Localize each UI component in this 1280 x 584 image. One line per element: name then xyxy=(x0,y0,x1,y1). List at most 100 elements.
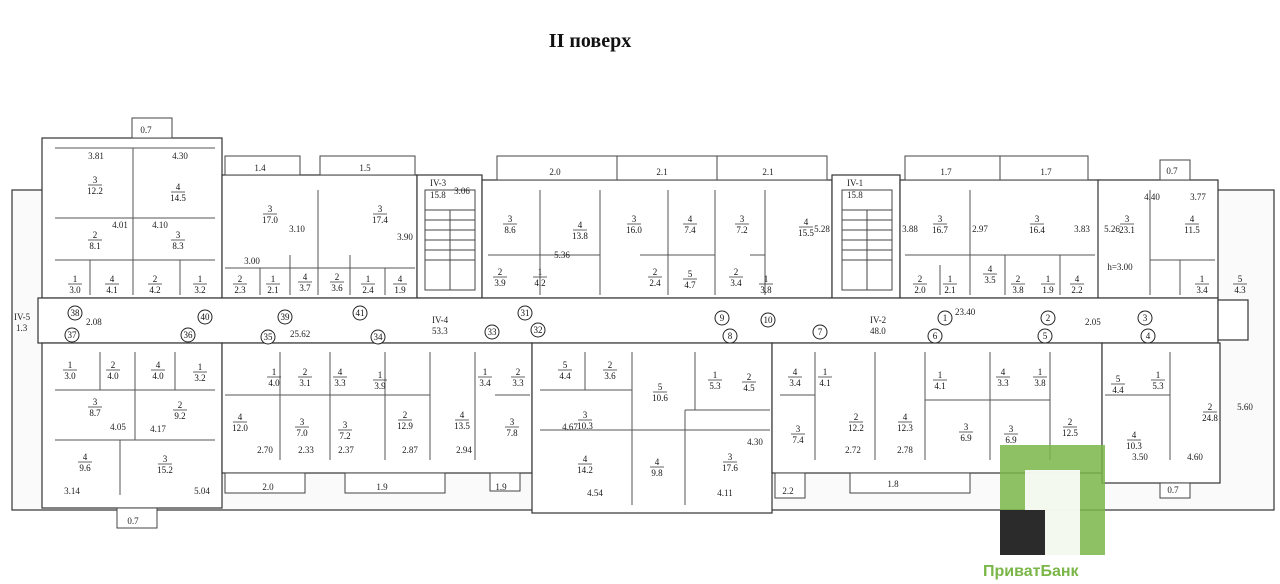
room-number: 2 xyxy=(403,410,408,420)
room-label: 54.7 xyxy=(683,269,697,290)
room-number: 3 xyxy=(632,214,637,224)
axis-label: 7 xyxy=(818,327,823,337)
dimension-value: 4.30 xyxy=(172,151,188,161)
stairwell-left xyxy=(424,189,476,291)
balcony-area: 2.1 xyxy=(762,167,773,177)
room-area: 4.0 xyxy=(268,378,280,388)
room-number: 3 xyxy=(300,417,305,427)
room-number: 4 xyxy=(176,182,181,192)
room-number: 5 xyxy=(563,360,568,370)
room-number: 1 xyxy=(538,267,543,277)
corridor-main-area: 53.3 xyxy=(432,326,448,336)
room-number: 1 xyxy=(198,362,203,372)
stair-left-area: 15.8 xyxy=(430,190,446,200)
dimension-value: 4.54 xyxy=(587,488,603,498)
room-label: 410.3 xyxy=(1126,430,1142,451)
room-area: 7.0 xyxy=(296,428,308,438)
axis-marker: 40 xyxy=(197,309,213,325)
dimension-value: 3.88 xyxy=(902,224,918,234)
room-label: 37.0 xyxy=(295,417,309,438)
room-area: 4.5 xyxy=(743,383,755,393)
room-area: 9.2 xyxy=(174,411,185,421)
dimension-value: 3.83 xyxy=(1074,224,1090,234)
room-area: 12.2 xyxy=(87,186,103,196)
room-number: 3 xyxy=(583,410,588,420)
room-area: 15.2 xyxy=(157,465,173,475)
dimension-value: 4.67 xyxy=(562,422,578,432)
axis-label: 6 xyxy=(933,331,938,341)
room-label: 12.1 xyxy=(266,274,280,295)
room-label: 23.6 xyxy=(603,360,617,381)
room-area: 15.5 xyxy=(798,228,814,238)
room-label: 24.2 xyxy=(148,274,162,295)
room-label: 43.5 xyxy=(983,264,997,285)
room-area: 12.5 xyxy=(1062,428,1078,438)
axis-circle xyxy=(760,312,776,328)
room-area: 3.0 xyxy=(64,371,76,381)
room-number: 1 xyxy=(272,367,277,377)
room-number: 1 xyxy=(68,360,73,370)
axis-marker: 34 xyxy=(370,329,386,345)
dimension-value: 3.14 xyxy=(64,486,80,496)
room-number: 2 xyxy=(734,267,739,277)
axis-label: 8 xyxy=(728,331,733,341)
room-label: 413.8 xyxy=(572,220,588,241)
room-number: 2 xyxy=(1016,274,1021,284)
room-number: 4 xyxy=(578,220,583,230)
room-area: 3.8 xyxy=(760,285,772,295)
axis-marker: 10 xyxy=(760,312,776,328)
axis-circle xyxy=(370,329,386,345)
room-area: 16.0 xyxy=(626,225,642,235)
room-area: 4.0 xyxy=(107,371,119,381)
axis-label: 32 xyxy=(534,325,543,335)
room-label: 49.6 xyxy=(78,452,92,473)
room-label: 38.3 xyxy=(171,230,185,251)
room-label: 316.0 xyxy=(626,214,642,235)
room-label: 23.4 xyxy=(729,267,743,288)
room-number: 1 xyxy=(713,370,718,380)
room-area: 2.1 xyxy=(267,285,278,295)
room-number: 4 xyxy=(303,272,308,282)
axis-marker: 7 xyxy=(812,324,828,340)
bottom-room-labels: 13.024.044.013.238.729.249.6315.214.023.… xyxy=(63,360,1218,478)
room-number: 2 xyxy=(653,267,658,277)
axis-circle xyxy=(517,305,533,321)
room-label: 13.0 xyxy=(63,360,77,381)
room-number: 3 xyxy=(163,454,168,464)
corridor-width-2: 2.05 xyxy=(1085,317,1101,327)
axis-label: 9 xyxy=(720,313,725,323)
room-number: 3 xyxy=(343,420,348,430)
room-area: 9.8 xyxy=(651,468,663,478)
room-number: 1 xyxy=(1046,274,1051,284)
room-area: 3.4 xyxy=(789,378,801,388)
room-area: 8.7 xyxy=(89,408,101,418)
room-number: 4 xyxy=(83,452,88,462)
room-area: 12.3 xyxy=(897,423,913,433)
room-area: 3.2 xyxy=(194,373,205,383)
room-label: 44.0 xyxy=(151,360,165,381)
room-number: 5 xyxy=(1116,374,1121,384)
room-area: 5.3 xyxy=(1152,381,1164,391)
room-number: 2 xyxy=(918,274,923,284)
room-label: 23.9 xyxy=(493,267,507,288)
axis-label: 33 xyxy=(488,327,498,337)
room-number: 5 xyxy=(1238,274,1243,284)
room-label: 28.1 xyxy=(88,230,102,251)
room-number: 3 xyxy=(964,422,969,432)
room-area: 13.8 xyxy=(572,231,588,241)
dimension-value: 2.70 xyxy=(257,445,273,455)
room-area: 9.6 xyxy=(79,463,91,473)
room-label: 23.3 xyxy=(511,367,525,388)
room-area: 14.5 xyxy=(170,193,186,203)
room-number: 4 xyxy=(688,214,693,224)
room-number: 2 xyxy=(303,367,308,377)
room-number: 4 xyxy=(238,412,243,422)
axis-label: 38 xyxy=(71,308,81,318)
room-label: 12.1 xyxy=(943,274,957,295)
axis-circle xyxy=(1140,328,1156,344)
room-area: 12.2 xyxy=(848,423,864,433)
room-number: 2 xyxy=(854,412,859,422)
axis-marker: 4 xyxy=(1140,328,1156,344)
room-label: 42.2 xyxy=(1070,274,1084,295)
axis-label: 10 xyxy=(764,315,774,325)
